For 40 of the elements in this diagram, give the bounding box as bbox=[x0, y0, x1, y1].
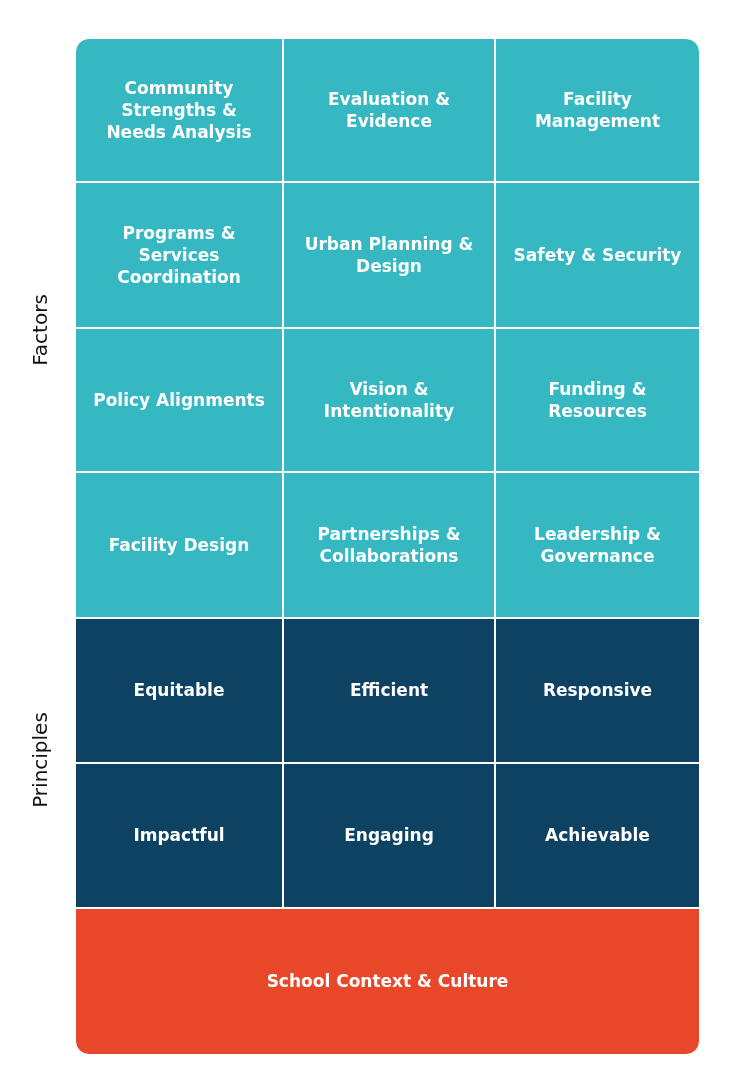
piece-label: Policy Alignments bbox=[93, 388, 265, 412]
piece-label: Partnerships & Collaborations bbox=[316, 522, 462, 568]
piece-label: School Context & Culture bbox=[266, 970, 509, 993]
puzzle-piece bbox=[75, 908, 700, 1055]
section-label: Factors bbox=[27, 294, 52, 366]
piece-label: Community Strengths & Needs Analysis bbox=[105, 76, 253, 144]
puzzle-piece bbox=[75, 763, 283, 908]
puzzle-piece bbox=[495, 182, 700, 328]
piece-label: Urban Planning & Design bbox=[303, 232, 475, 278]
puzzle-piece bbox=[283, 763, 495, 908]
puzzle-piece bbox=[283, 472, 495, 618]
piece-label: Efficient bbox=[349, 679, 429, 702]
piece-label: Responsive bbox=[542, 679, 653, 702]
piece-label: Vision & Intentionality bbox=[322, 377, 456, 423]
puzzle-piece bbox=[495, 328, 700, 472]
puzzle-piece bbox=[495, 763, 700, 908]
piece-label: Safety & Security bbox=[513, 243, 682, 267]
puzzle-piece bbox=[283, 38, 495, 182]
piece-label: Engaging bbox=[344, 824, 434, 847]
section-label: Principles bbox=[27, 712, 52, 808]
piece-label: Funding & Resources bbox=[547, 377, 648, 423]
puzzle-piece bbox=[495, 618, 700, 763]
puzzle-piece bbox=[283, 182, 495, 328]
puzzle-piece bbox=[75, 328, 283, 472]
piece-label: Impactful bbox=[133, 824, 225, 847]
puzzle-piece bbox=[495, 472, 700, 618]
puzzle-piece bbox=[495, 38, 700, 182]
piece-label: Programs & Services Coordination bbox=[116, 221, 242, 289]
puzzle-piece bbox=[283, 328, 495, 472]
puzzle-piece bbox=[75, 618, 283, 763]
puzzle-piece bbox=[75, 182, 283, 328]
piece-label: Facility Management bbox=[533, 87, 662, 133]
piece-label: Equitable bbox=[133, 679, 225, 702]
puzzle-piece bbox=[75, 472, 283, 618]
puzzle-piece bbox=[283, 618, 495, 763]
puzzle-piece bbox=[75, 38, 283, 182]
piece-label: Achievable bbox=[545, 824, 650, 847]
piece-label: Leadership & Governance bbox=[533, 522, 662, 568]
piece-label: Evaluation & Evidence bbox=[326, 87, 451, 133]
piece-label: Facility Design bbox=[108, 533, 250, 557]
